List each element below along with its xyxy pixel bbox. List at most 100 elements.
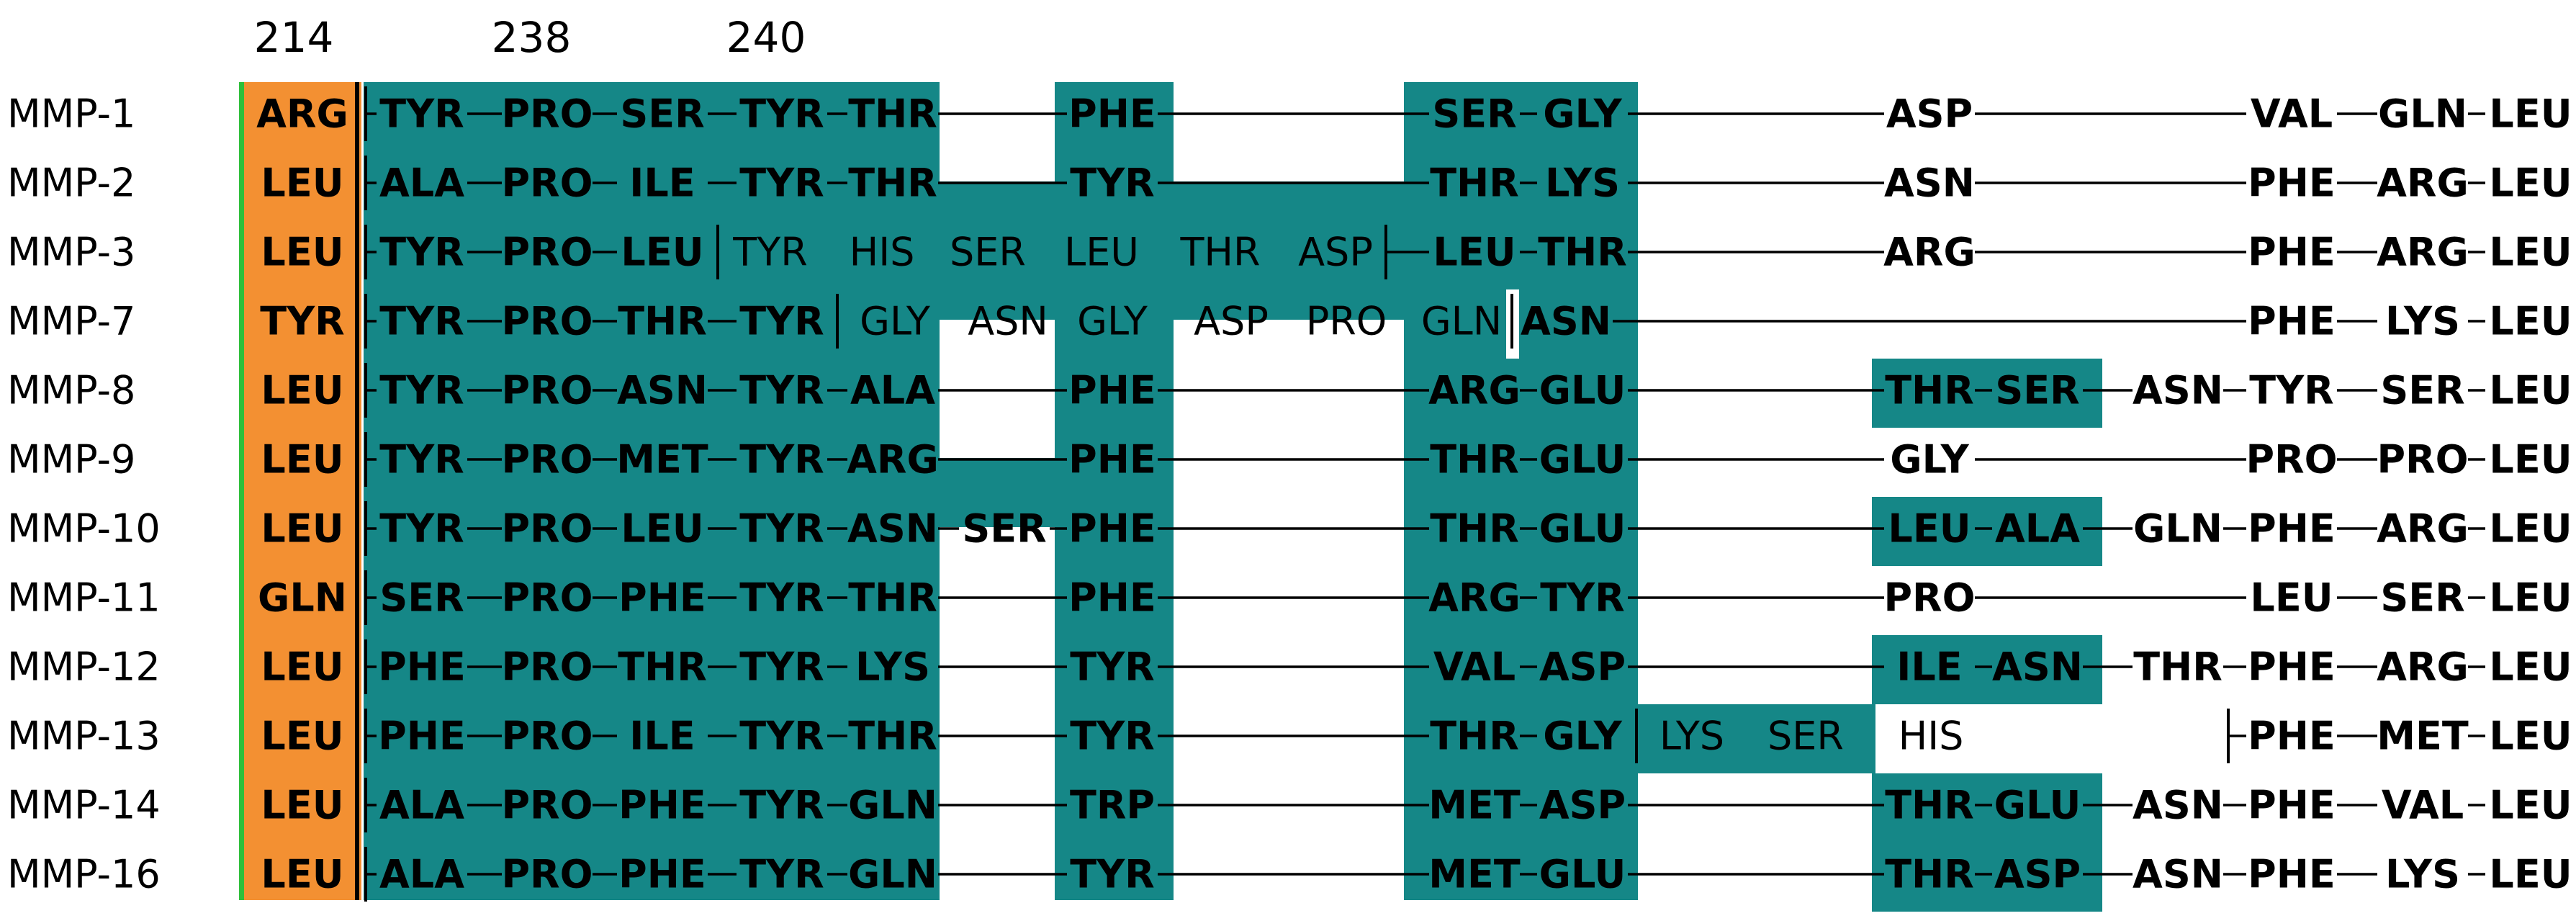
residue: TYR — [379, 299, 464, 344]
insertion-residue: ASP — [1298, 230, 1373, 275]
residue: PHE — [2248, 506, 2336, 552]
residue: SER — [1995, 368, 2079, 413]
residue: ASP — [1886, 91, 1973, 137]
residue: TYR — [379, 437, 464, 482]
residue: LEU — [2489, 506, 2572, 552]
residue: ASN — [1884, 161, 1975, 206]
residue-214: TYR — [260, 299, 345, 344]
residue: ARG — [1883, 230, 1976, 275]
residue: ASN — [847, 506, 938, 552]
row-label-mmp-9: MMP-9 — [7, 437, 135, 482]
residue: TYR — [739, 161, 824, 206]
residue: GLU — [1539, 437, 1626, 482]
residue: PRO — [501, 299, 593, 344]
residue: TYR — [739, 368, 824, 413]
residue: LEU — [1433, 230, 1516, 275]
residue-214: GLN — [258, 575, 347, 621]
residue: SER — [2380, 368, 2464, 413]
residue: ILE — [629, 714, 695, 759]
teal-insertion-mmp13 — [1638, 704, 1875, 773]
residue: ASP — [1539, 644, 1626, 690]
residue: THR — [1885, 852, 1974, 897]
residue-214: LEU — [261, 714, 343, 759]
teal-box-h — [1872, 843, 2102, 912]
insertion-residue: SER — [1767, 714, 1844, 759]
teal-block-238-240 — [364, 82, 940, 900]
residue: LEU — [2489, 714, 2572, 759]
residue: SER — [379, 575, 464, 621]
residue: TYR — [2249, 368, 2334, 413]
residue: TYR — [739, 299, 824, 344]
residue: MET — [1428, 852, 1521, 897]
residue: VAL — [1433, 644, 1516, 690]
residue: LYS — [2385, 852, 2460, 897]
position-header: 214 238 240 — [254, 13, 806, 62]
residue: PRO — [2246, 437, 2337, 482]
orange-column-divider — [355, 82, 359, 900]
residue: ASN — [1521, 299, 1611, 344]
teal-column-phe — [1055, 82, 1174, 900]
residue: TYR — [1540, 575, 1625, 621]
teal-bridge-mmp3-mmp7 — [1174, 181, 1404, 320]
insertion-residue: HIS — [850, 230, 915, 275]
insertion-residue: LEU — [1064, 230, 1139, 275]
residue: MET — [616, 437, 708, 482]
residue: LEU — [2489, 91, 2572, 137]
residue: ARG — [2377, 506, 2469, 552]
residue: PHE — [1068, 368, 1156, 413]
residue: GLU — [1539, 368, 1626, 413]
residue: PHE — [2248, 161, 2336, 206]
residue: THR — [848, 91, 937, 137]
residue: TYR — [739, 91, 824, 137]
residue: PRO — [501, 437, 593, 482]
teal-column-ser-gly — [1404, 82, 1638, 900]
residue: ASN — [617, 368, 708, 413]
residue: GLN — [2133, 506, 2223, 552]
residue: GLU — [1539, 852, 1626, 897]
residue: ARG — [847, 437, 939, 482]
residue: LYS — [2385, 299, 2460, 344]
residue: GLU — [1994, 783, 2081, 828]
residue: THR — [2133, 644, 2223, 690]
residue: LEU — [2489, 368, 2572, 413]
residue-214: LEU — [261, 368, 343, 413]
residue: VAL — [2251, 91, 2333, 137]
residue-214: LEU — [261, 437, 343, 482]
residue: THR — [1430, 506, 1519, 552]
insertion-residue: PRO — [1306, 299, 1387, 344]
residue: GLN — [848, 852, 937, 897]
teal-box-h — [1872, 635, 2102, 704]
residue-214: LEU — [261, 852, 343, 897]
residue: PRO — [501, 783, 593, 828]
residue: ALA — [1995, 506, 2080, 552]
residue: THR — [1538, 230, 1627, 275]
residue: PRO — [501, 230, 593, 275]
residue-214: LEU — [261, 644, 343, 690]
position-214-highlight — [239, 82, 361, 900]
residue: PRO — [501, 575, 593, 621]
residue: PHE — [2248, 299, 2336, 344]
residue: PHE — [378, 644, 466, 690]
orange-column-edge — [239, 82, 244, 900]
residue: TYR — [379, 368, 464, 413]
residue: ASN — [1992, 644, 2083, 690]
residue: PRO — [501, 161, 593, 206]
residue: PRO — [501, 368, 593, 413]
residue: PRO — [1883, 575, 1975, 621]
residue-214: LEU — [261, 161, 343, 206]
residue: PHE — [2248, 783, 2336, 828]
residue: THR — [1430, 161, 1519, 206]
insertion-residue: SER — [950, 230, 1026, 275]
residue: ALA — [379, 852, 464, 897]
residue: GLU — [1539, 506, 1626, 552]
residue: THR — [618, 644, 707, 690]
residue: ASN — [2133, 783, 2223, 828]
residue: PHE — [2248, 714, 2336, 759]
residue: PHE — [618, 852, 706, 897]
residue: PRO — [501, 852, 593, 897]
residue: PRO — [501, 714, 593, 759]
residue: TYR — [739, 644, 824, 690]
residue: LEU — [1888, 506, 1971, 552]
residue: PHE — [2248, 230, 2336, 275]
